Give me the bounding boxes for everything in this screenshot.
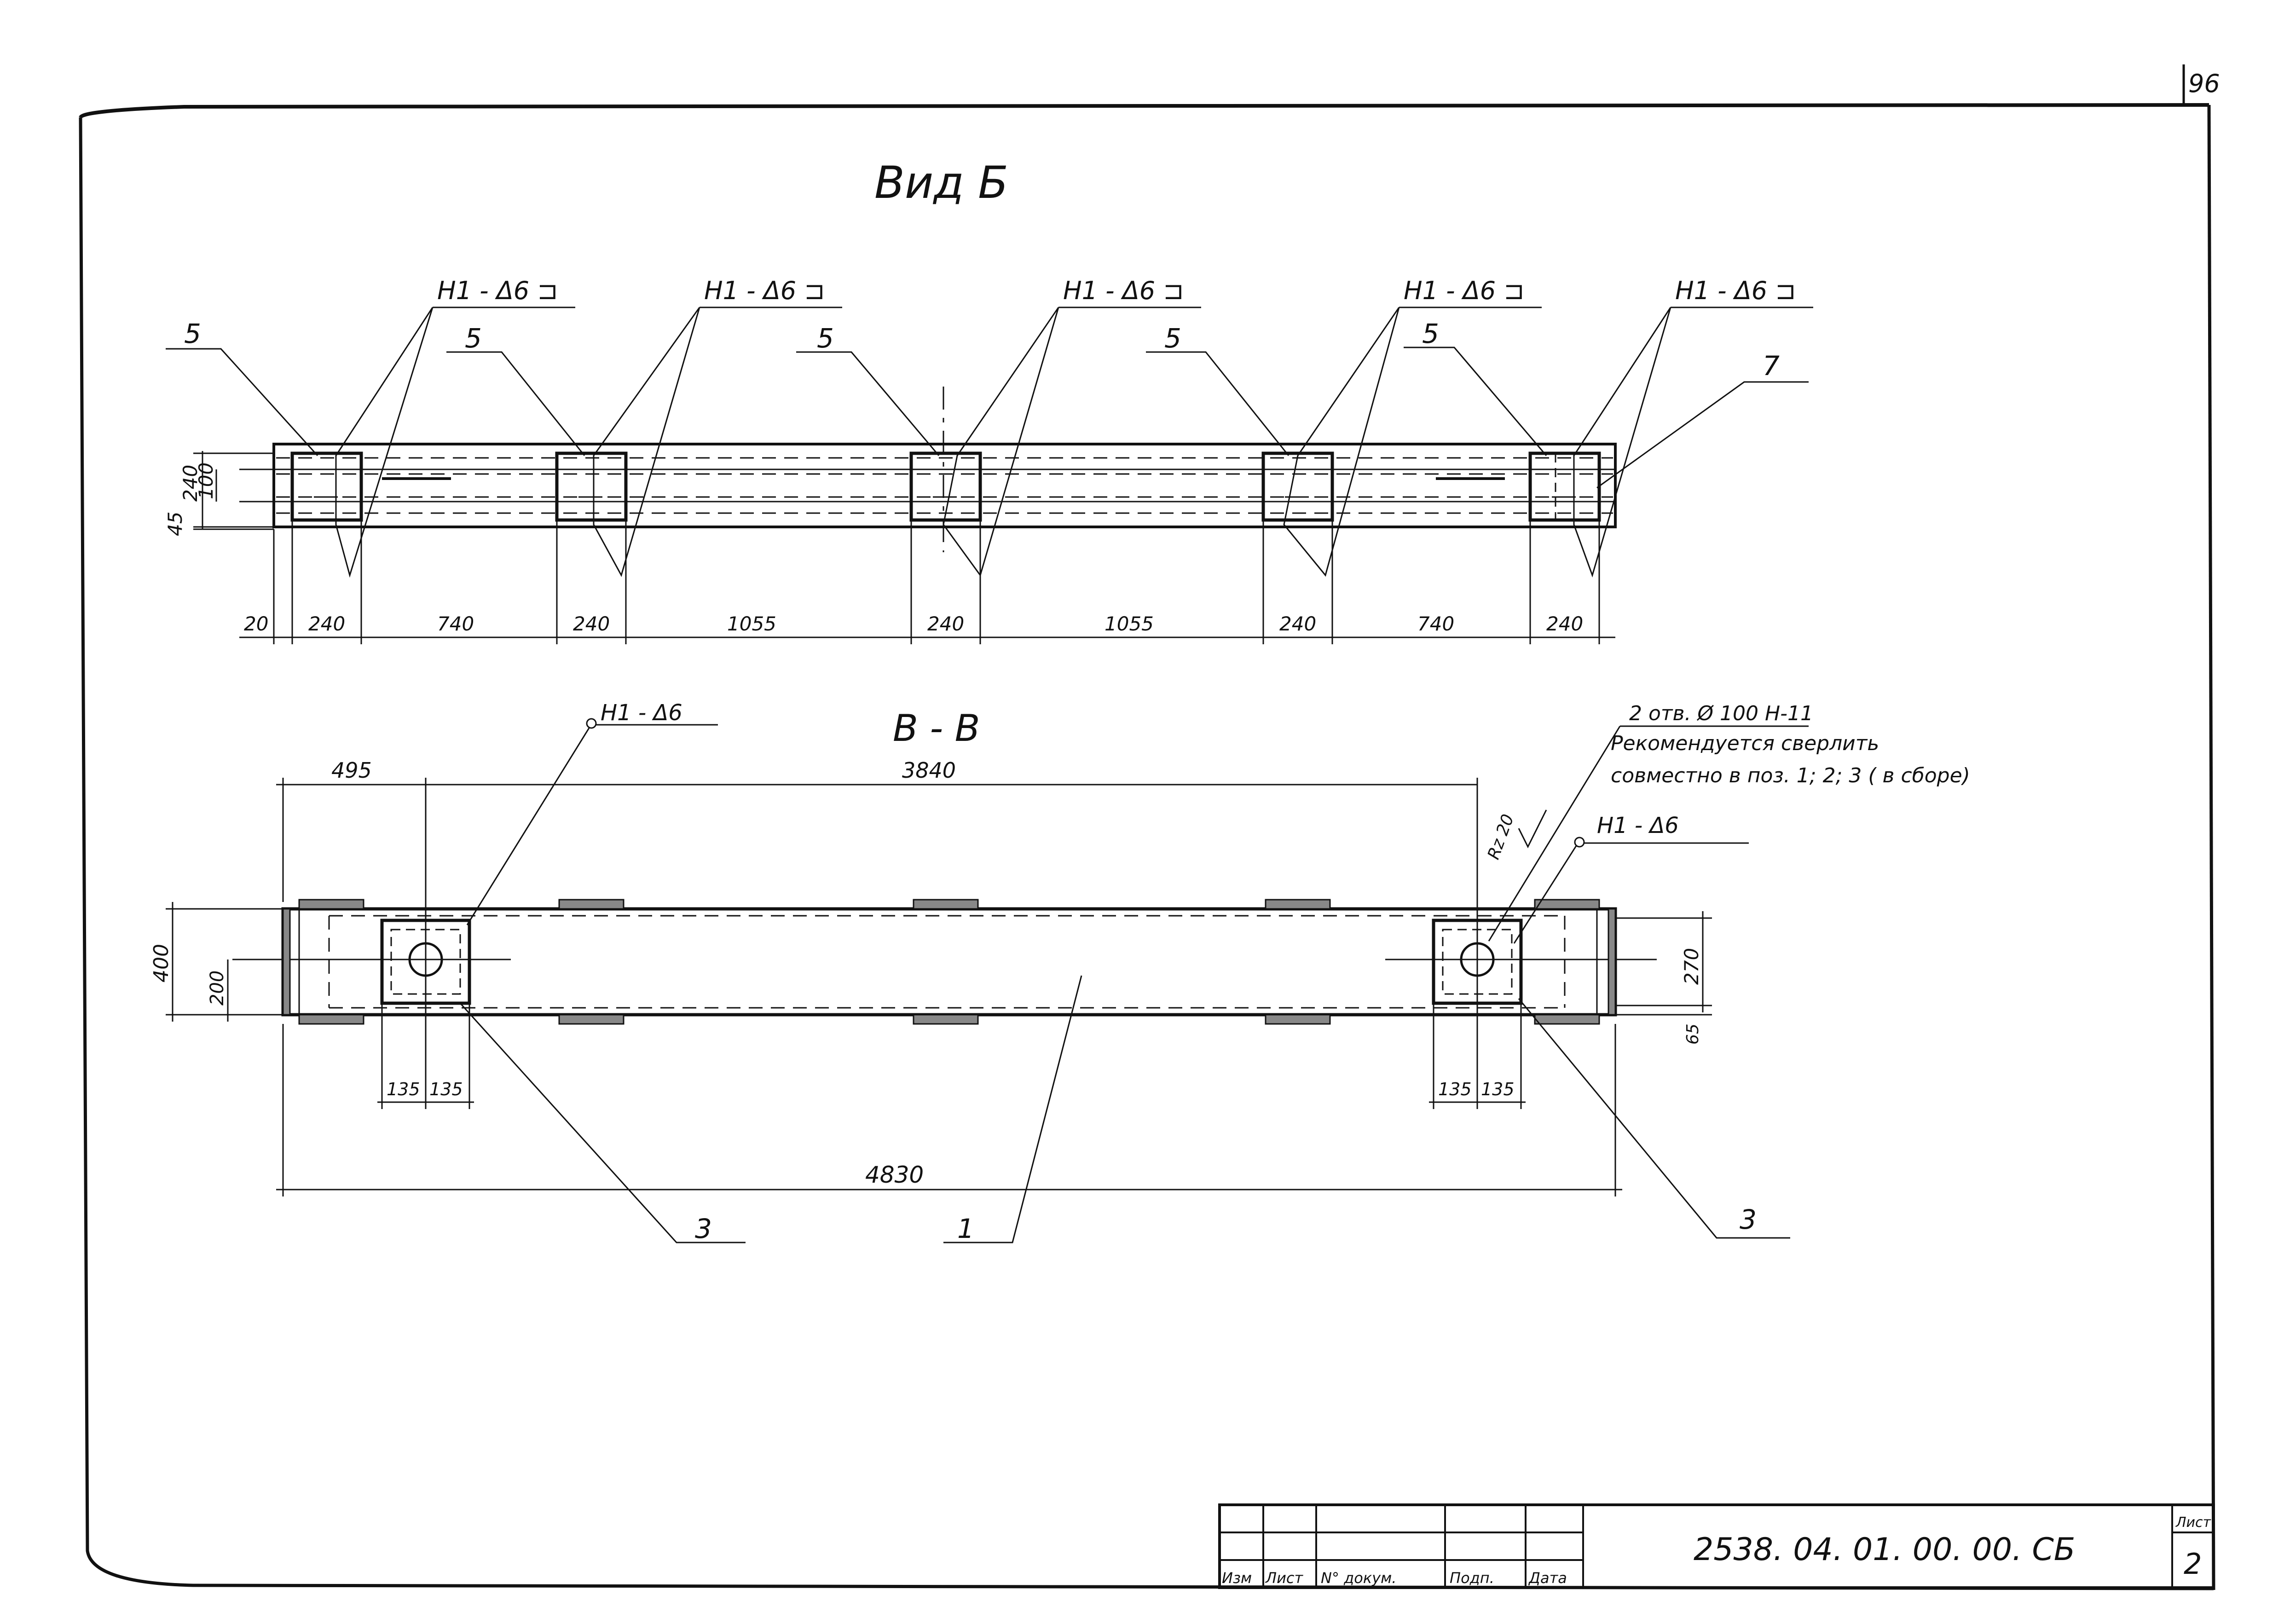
svg-text:240: 240	[1546, 613, 1583, 635]
section-vv-dim-half-height: 200	[207, 971, 228, 1006]
section-vv-note-2: Рекомендуется сверлить	[1611, 732, 1879, 755]
view-b-title: Вид Б	[874, 157, 1008, 208]
section-vv-part-3-right: 3	[1740, 1204, 1757, 1235]
svg-text:5: 5	[817, 323, 834, 354]
section-vv-dim-span: 3840	[902, 758, 956, 783]
view-b-beam	[272, 443, 1617, 528]
sheet-corner-number: 96	[2188, 69, 2220, 98]
section-vv-note-3: совместно в поз. 1; 2; 3 ( в сборе)	[1611, 764, 1970, 787]
svg-text:1055: 1055	[727, 613, 776, 635]
svg-text:5: 5	[1422, 318, 1439, 349]
svg-text:5: 5	[465, 323, 482, 354]
svg-text:Н1 - Δ6 ⊐: Н1 - Δ6 ⊐	[1404, 276, 1525, 305]
svg-text:240: 240	[573, 613, 610, 635]
svg-text:Н1 - Δ6 ⊐: Н1 - Δ6 ⊐	[1063, 276, 1184, 305]
section-vv-part-1: 1	[957, 1213, 974, 1244]
title-block: Изм Лист N° докум. Подп. Дата 2538. 04. …	[1218, 1503, 2215, 1589]
svg-text:135: 135	[429, 1079, 463, 1099]
view-b-part-5-labels: 5 5 5 5 5	[184, 318, 1439, 354]
svg-text:740: 740	[437, 613, 474, 635]
svg-text:740: 740	[1417, 613, 1454, 635]
section-vv-weld-right: Н1 - Δ6	[1597, 813, 1679, 838]
title-block-col-list: Лист	[1265, 1569, 1303, 1587]
sheet-frame	[79, 64, 2215, 1590]
view-b-dim-offset: 45	[164, 512, 186, 536]
svg-text:135: 135	[1438, 1079, 1472, 1099]
section-vv-title: В - В	[893, 707, 980, 750]
view-b-plate-2	[555, 451, 628, 522]
svg-text:240: 240	[1279, 613, 1316, 635]
svg-text:Н1 - Δ6 ⊐: Н1 - Δ6 ⊐	[437, 276, 558, 305]
svg-text:240: 240	[308, 613, 345, 635]
sheet-number: 2	[2184, 1547, 2202, 1581]
view-b-dim-height-outer: 240	[179, 465, 202, 502]
title-block-col-date: Дата	[1528, 1569, 1567, 1587]
section-vv-dim-height: 400	[150, 944, 173, 982]
svg-text:135: 135	[1481, 1079, 1515, 1099]
view-b-part-7-label: 7	[1763, 350, 1780, 381]
title-block-col-doc: N° докум.	[1321, 1569, 1396, 1587]
section-vv-part-3-left: 3	[695, 1213, 712, 1244]
view-b-bottom-dimensions: 20 240 740 240 1055 240 1055 240 740 240	[239, 520, 1615, 644]
view-b-weld-labels: Н1 - Δ6 ⊐ Н1 - Δ6 ⊐ Н1 - Δ6 ⊐ Н1 - Δ6 ⊐ …	[437, 276, 1796, 305]
title-block-col-izm: Изм	[1222, 1569, 1252, 1587]
svg-text:1055: 1055	[1105, 613, 1154, 635]
view-b-plate-5	[1528, 451, 1601, 522]
section-vv: В - В	[150, 700, 1970, 1244]
view-b-dim-height-inner: 100	[195, 462, 217, 499]
view-b-plate-4	[1261, 451, 1334, 522]
section-vv-dim-left: 495	[331, 758, 372, 783]
svg-text:20: 20	[244, 613, 268, 635]
section-vv-dim-right-offset: 65	[1683, 1023, 1702, 1045]
title-block-col-sign: Подп.	[1450, 1569, 1494, 1587]
section-vv-dim-total: 4830	[865, 1162, 924, 1188]
section-vv-beam	[281, 907, 1617, 1017]
svg-text:135: 135	[387, 1079, 420, 1099]
svg-text:240: 240	[927, 613, 964, 635]
svg-text:Н1 - Δ6 ⊐: Н1 - Δ6 ⊐	[1675, 276, 1796, 305]
section-vv-weld-left: Н1 - Δ6	[601, 700, 682, 726]
view-b-plate-1	[290, 451, 363, 522]
view-b-plate-3	[909, 451, 982, 522]
section-vv-roughness: Rz 20	[1484, 812, 1518, 862]
section-vv-dim-right-height: 270	[1680, 948, 1703, 985]
svg-text:5: 5	[184, 318, 201, 349]
view-b: Вид Б Н1 - Δ6 ⊐ Н1 - Δ6 ⊐ Н1 - Δ6 ⊐ Н1 -	[164, 157, 1813, 644]
svg-text:5: 5	[1164, 323, 1181, 354]
document-code: 2538. 04. 01. 00. 00. СБ	[1694, 1532, 2075, 1568]
sheet-label: Лист	[2175, 1514, 2212, 1531]
section-vv-note-1: 2 отв. Ø 100 Н-11	[1629, 702, 1813, 725]
svg-text:Н1 - Δ6 ⊐: Н1 - Δ6 ⊐	[704, 276, 825, 305]
